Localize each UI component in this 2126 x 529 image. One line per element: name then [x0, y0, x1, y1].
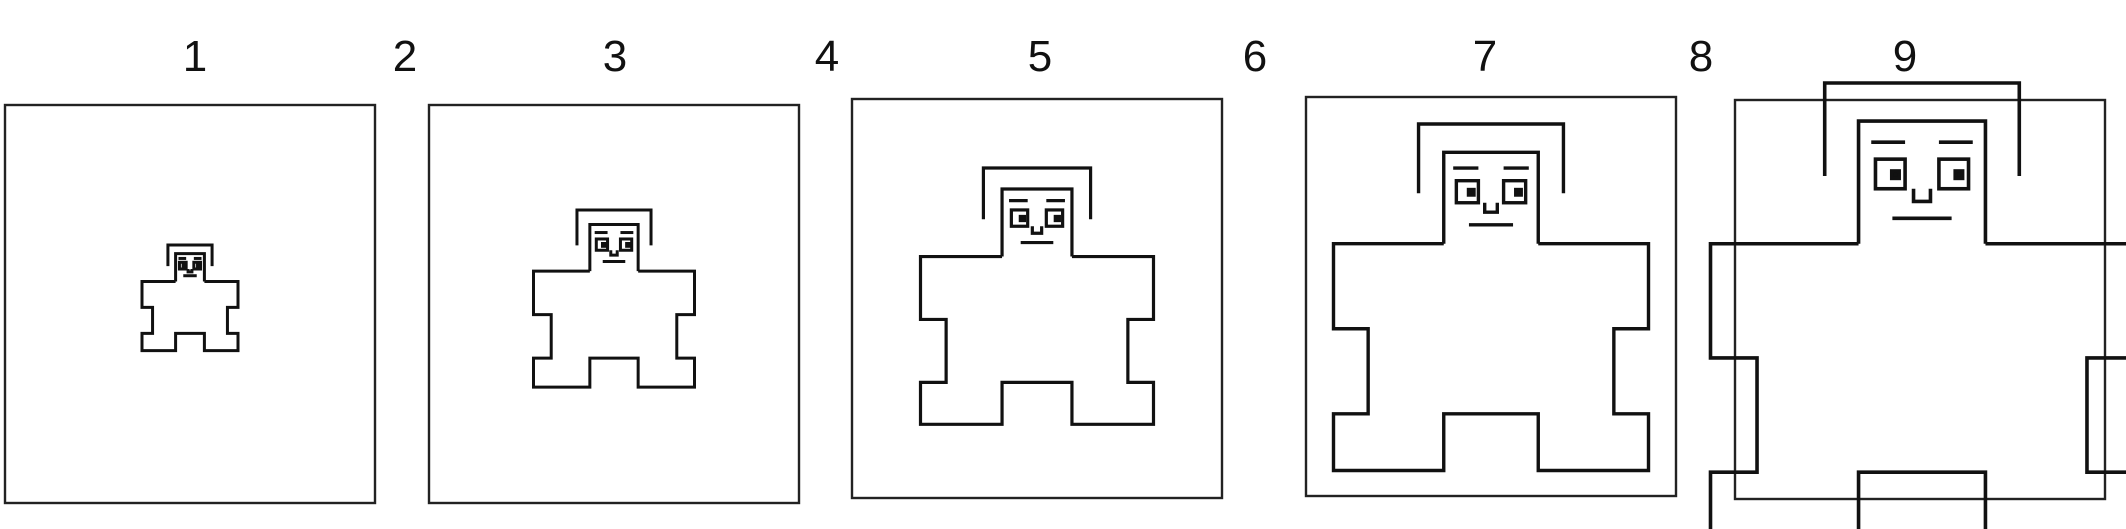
figure-2-left-eye-pupil [600, 241, 607, 248]
label-7: 7 [1473, 32, 1497, 81]
figure-1 [140, 243, 240, 353]
panel-frame-5 [1733, 98, 2107, 501]
figure-4-right-eye-pupil [1514, 187, 1523, 197]
figure-3-nose [1030, 226, 1044, 235]
figures [140, 81, 2126, 529]
figure-4 [1331, 122, 1651, 473]
label-4: 4 [815, 32, 839, 81]
figure-1-nose [186, 269, 194, 274]
figure-4-head-cap [1416, 122, 1566, 194]
figure-5 [1708, 81, 2126, 529]
figure-3-left-eye-pupil [1018, 214, 1027, 223]
figure-1-head [174, 252, 206, 282]
figure-3-left-eye [1009, 208, 1030, 228]
figure-3-right-eye-pupil [1053, 214, 1061, 223]
label-5: 5 [1028, 32, 1052, 81]
figure-3-head [1000, 187, 1074, 257]
figure-3 [918, 166, 1156, 426]
figure-2-nose [609, 250, 619, 257]
figure-1-body [140, 279, 240, 353]
figure-4-body [1331, 242, 1651, 473]
label-2: 2 [393, 32, 417, 81]
figure-3-right-eye [1044, 208, 1065, 228]
panel-frames [3, 95, 2107, 505]
figure-2-right-eye [618, 237, 634, 252]
figure-1-left-eye-pupil [181, 263, 187, 269]
label-1: 1 [183, 32, 207, 81]
figure-2-body [532, 269, 696, 389]
figure-2-right-eye-pupil [625, 241, 631, 248]
panel-frame-1 [3, 103, 377, 505]
figure-5-right-eye-pupil [1953, 169, 1965, 181]
figure-1-right-eye-pupil [196, 263, 201, 269]
panel-frame-4 [1304, 95, 1678, 498]
figure-5-left-eye [1873, 157, 1907, 191]
figure-3-body [918, 254, 1156, 426]
figure-3-head-cap [981, 166, 1093, 220]
figure-1-head-cap [166, 243, 214, 267]
panel-frame-3 [850, 97, 1224, 500]
figure-4-left-eye [1454, 179, 1481, 205]
figure-5-body [1708, 241, 2126, 529]
figure-2-head-cap [575, 208, 653, 246]
label-9: 9 [1893, 32, 1917, 81]
figure-5-nose [1911, 188, 1933, 204]
figure-2-left-eye [594, 237, 610, 252]
panel-frame-2 [427, 103, 801, 505]
figure-2 [532, 208, 696, 389]
label-3: 3 [603, 32, 627, 81]
figure-4-right-eye [1501, 179, 1528, 205]
figure-4-head [1442, 150, 1540, 244]
label-6: 6 [1243, 32, 1267, 81]
figure-2-head [588, 222, 640, 272]
sequence-labels: 1 2 3 4 5 6 7 8 9 [183, 32, 1917, 81]
figure-4-left-eye-pupil [1466, 187, 1476, 197]
figure-4-nose [1483, 202, 1499, 214]
label-8: 8 [1689, 32, 1713, 81]
figure-5-left-eye-pupil [1889, 169, 1901, 181]
figure-5-head-cap [1822, 81, 2022, 177]
figure-5-head [1856, 119, 1988, 244]
figure-5-right-eye [1937, 157, 1971, 191]
